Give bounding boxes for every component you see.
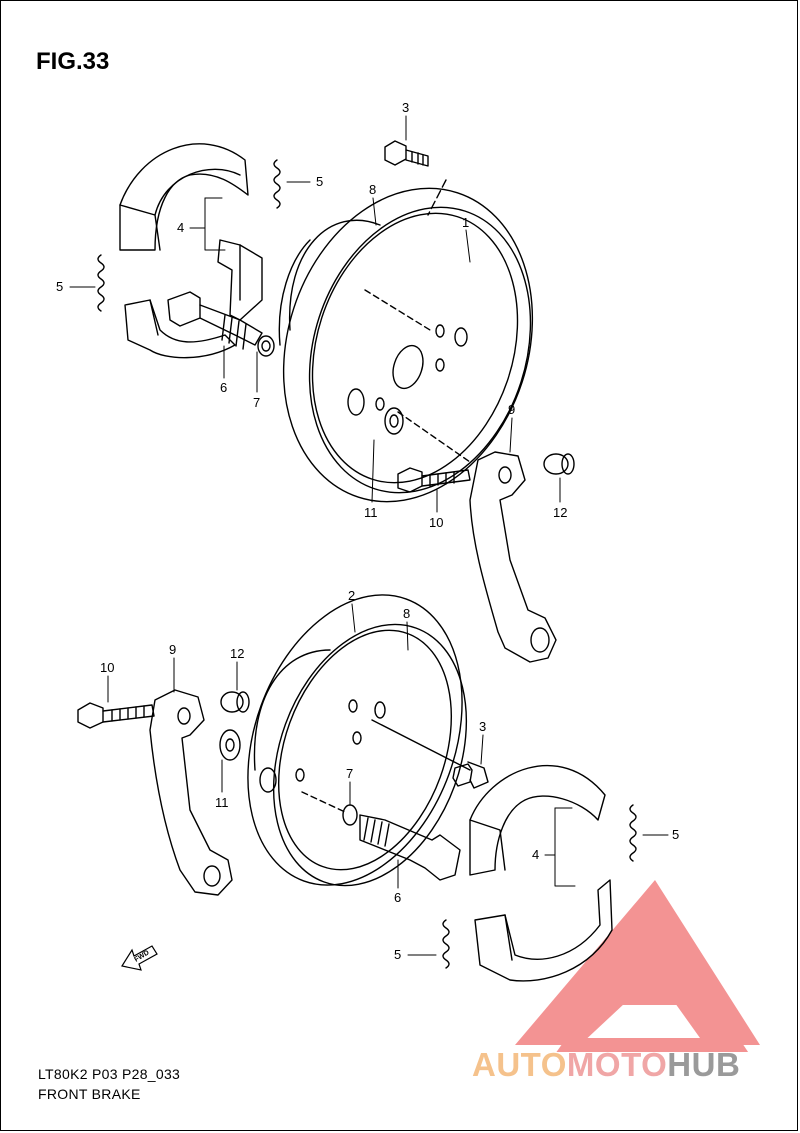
callout-3-bottom: 3: [479, 719, 486, 734]
callout-5-top-left: 5: [56, 279, 63, 294]
brake-arm-bottom: [149, 689, 233, 896]
shoe-bracket-top: [217, 239, 263, 321]
callout-6-bottom: 6: [394, 890, 401, 905]
watermark-text: AUTOMOTOHUB: [472, 1046, 740, 1084]
watermark-logo-icon: [515, 880, 760, 1052]
callout-12-bottom: 12: [230, 646, 244, 661]
cam-shaft-bottom: [359, 814, 461, 881]
callout-8-bottom: 8: [403, 606, 410, 621]
callout-10-top: 10: [429, 515, 443, 530]
bolt-bottom-right: [452, 761, 489, 789]
callout-2-bottom: 2: [348, 588, 355, 603]
callout-5-bottom-left: 5: [394, 947, 401, 962]
forward-arrow-icon: FWD: [121, 945, 158, 971]
watermark-part-hub: HUB: [667, 1046, 741, 1083]
callout-7-top: 7: [253, 395, 260, 410]
washer-11-bottom: [219, 729, 241, 761]
leader-lines: [69, 115, 669, 956]
brake-drum-top: [278, 187, 534, 503]
brake-shoe-bottom-upper: [469, 764, 606, 876]
callout-9-top: 9: [508, 402, 515, 417]
callout-11-top: 11: [364, 505, 378, 520]
brake-shoe-top-lower: [124, 299, 236, 359]
washer-top: [257, 335, 275, 357]
cam-shaft-top: [167, 291, 263, 350]
callout-12-top: 12: [553, 505, 567, 520]
callout-5-bottom-right: 5: [672, 827, 679, 842]
callout-6-top: 6: [220, 380, 227, 395]
callout-7-bottom: 7: [346, 766, 353, 781]
callout-1-top: 1: [462, 215, 469, 230]
bolt-mid: [397, 467, 471, 493]
callout-9-bottom: 9: [169, 642, 176, 657]
brake-shoe-top-upper: [119, 143, 249, 251]
watermark-part-auto: AUTO: [472, 1046, 567, 1083]
callout-3-top: 3: [402, 100, 409, 115]
spring-top-upper: [273, 159, 281, 209]
callout-labels: 3 8 1 5 4 5 6 7 9 12 11 10 2 8 10 9 12 3…: [56, 100, 679, 962]
spring-top-left: [97, 254, 105, 312]
callout-4-bottom: 4: [532, 847, 539, 862]
figure-name: FRONT BRAKE: [38, 1086, 141, 1102]
watermark-part-moto: MOTO: [566, 1046, 668, 1083]
callout-4-top: 4: [177, 220, 184, 235]
washer-12-bottom: [220, 691, 250, 713]
callout-5-top-upper: 5: [316, 174, 323, 189]
washer-12-top: [543, 453, 575, 475]
dash-line-bolt-top: [427, 179, 447, 216]
washer-7-bottom: [342, 804, 358, 826]
bolt-top: [384, 140, 429, 167]
callout-11-bottom: 11: [215, 795, 229, 810]
figure-code: LT80K2 P03 P28_033: [38, 1066, 181, 1082]
spring-bottom-left: [442, 919, 450, 969]
bolt-bottom-left: [77, 702, 155, 729]
brake-arm-top: [469, 451, 557, 663]
callout-10-bottom: 10: [100, 660, 114, 675]
callout-8-top: 8: [369, 182, 376, 197]
spring-bottom-right: [629, 804, 637, 862]
figure-title: FIG.33: [36, 48, 110, 75]
brake-shoe-bottom-lower: [474, 879, 613, 982]
